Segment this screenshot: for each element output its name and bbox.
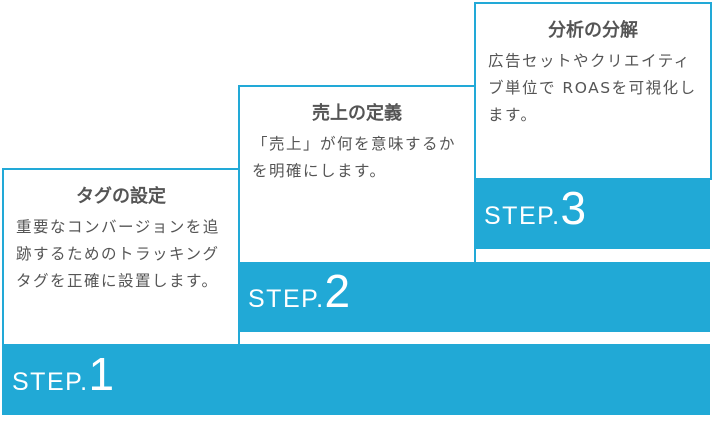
- step-1-label: STEP.1: [12, 348, 115, 400]
- step-2-title: 売上の定義: [312, 103, 402, 124]
- step-1-description: 重要なコンバージョンを追跡するためのトラッキングタグを正確に設置します。: [16, 218, 220, 290]
- step-2-card: 売上の定義 「売上」が何を意味するかを明確にします。: [238, 85, 476, 264]
- step-3-label: STEP.3: [484, 182, 587, 234]
- step-1-title: タグの設定: [76, 186, 166, 207]
- step-2-label: STEP.2: [248, 265, 351, 317]
- step-2-bar: STEP.2: [238, 262, 710, 332]
- step-1-bar: STEP.1: [2, 344, 710, 415]
- step-3-title: 分析の分解: [548, 20, 638, 41]
- step-3-card: 分析の分解 広告セットやクリエイティブ単位で ROASを可視化します。: [474, 2, 712, 180]
- step-1-card: タグの設定 重要なコンバージョンを追跡するためのトラッキングタグを正確に設置しま…: [2, 168, 240, 346]
- step-3-bar: STEP.3: [474, 178, 710, 249]
- step-2-description: 「売上」が何を意味するかを明確にします。: [252, 135, 457, 180]
- step-3-description: 広告セットやクリエイティブ単位で ROASを可視化します。: [488, 52, 697, 124]
